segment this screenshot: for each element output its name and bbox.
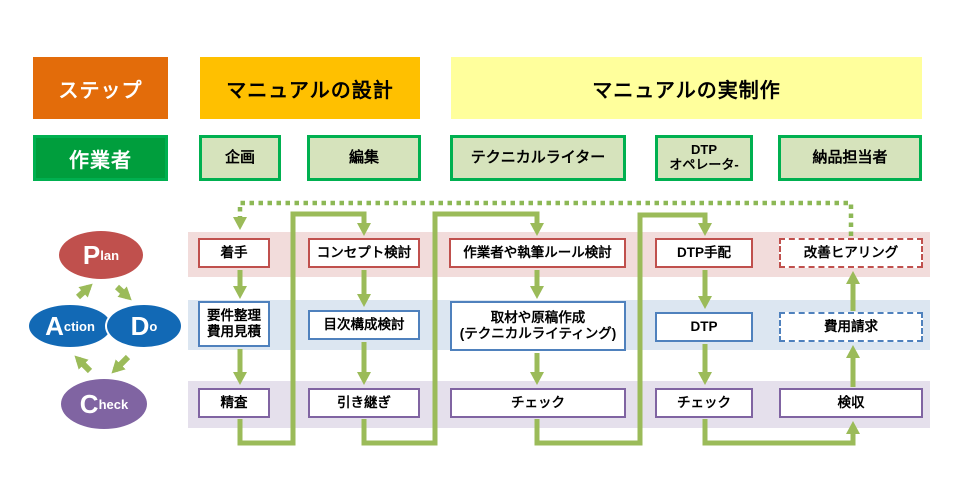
step-box-do-editing: 目次構成検討 xyxy=(308,310,420,340)
step-box-plan-improvement-hearing: 改善ヒアリング xyxy=(779,238,923,268)
pdca-plan-rest: lan xyxy=(100,247,120,263)
step-box-do-technical-writer: 取材や原稿作成 (テクニカルライティング) xyxy=(450,301,626,351)
step-box-do-planning: 要件整理 費用見積 xyxy=(198,301,270,347)
worker-delivery: 納品担当者 xyxy=(778,135,922,181)
step-header: ステップ xyxy=(33,57,168,119)
step-box-plan-technical-writer: 作業者や執筆ルール検討 xyxy=(449,238,626,268)
phase-header-design: マニュアルの設計 xyxy=(200,57,420,119)
worker-technical-writer: テクニカルライター xyxy=(450,135,626,181)
step-box-check-dtp: チェック xyxy=(655,388,753,418)
step-box-plan-planning: 着手 xyxy=(198,238,270,268)
step-box-check-acceptance: 検収 xyxy=(779,388,923,418)
worker-planning: 企画 xyxy=(199,135,281,181)
worker-editing: 編集 xyxy=(307,135,421,181)
pdca-plan-initial: P xyxy=(82,240,101,270)
step-box-plan-dtp: DTP手配 xyxy=(655,238,753,268)
step-box-do-dtp: DTP xyxy=(655,312,753,342)
pdca-check-rest: heck xyxy=(98,396,129,412)
step-box-check-planning: 精査 xyxy=(198,388,270,418)
step-box-plan-editing: コンセプト検討 xyxy=(308,238,420,268)
pdca-action-initial: A xyxy=(45,311,64,341)
pdca-check-initial: C xyxy=(79,389,99,419)
step-box-check-editing: 引き継ぎ xyxy=(308,388,420,418)
phase-header-production: マニュアルの実制作 xyxy=(451,57,922,119)
worker-dtp-operator: DTP オペレータ- xyxy=(655,135,753,181)
worker-row-header: 作業者 xyxy=(33,135,168,181)
pdca-do-rest: o xyxy=(149,318,158,334)
step-box-do-billing: 費用請求 xyxy=(779,312,923,342)
pdca-do-initial: D xyxy=(130,311,150,341)
pdca-action-rest: ction xyxy=(63,318,95,334)
step-box-check-technical-writer: チェック xyxy=(450,388,626,418)
